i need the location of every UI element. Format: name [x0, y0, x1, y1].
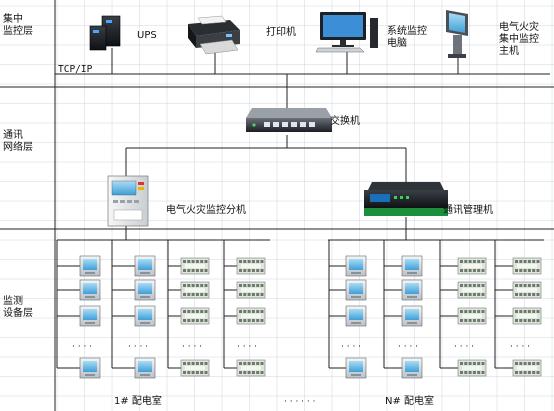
module-icon [457, 257, 487, 275]
meter-icon [79, 255, 101, 277]
kiosk-icon [446, 10, 468, 58]
printer-icon [188, 15, 240, 55]
meter-icon [134, 279, 156, 301]
module-icon [457, 359, 487, 377]
meter-icon [134, 255, 156, 277]
ellipsis-8: · · · · [510, 342, 531, 352]
meter-icon [79, 305, 101, 327]
meter-icon [134, 305, 156, 327]
computer-label: 系统监控 电脑 [387, 26, 427, 49]
ellipsis-5: · · · · [341, 342, 362, 352]
tcp-ip-bus [55, 48, 550, 108]
printer-label: 打印机 [266, 27, 296, 38]
room-label-nth: N# 配电室 [385, 396, 435, 407]
ellipsis-6: · · · · [398, 342, 419, 352]
switch-icon [246, 108, 332, 132]
device-buses [56, 240, 513, 369]
meter-icon [134, 357, 156, 379]
meter-icon [401, 305, 423, 327]
module-icon [457, 307, 487, 325]
network-links [57, 135, 544, 241]
room-label-first: 1# 配电室 [114, 396, 162, 407]
field-devices [79, 255, 542, 379]
ellipsis-2: · · · · [128, 342, 149, 352]
protocol-label: TCP/IP [58, 64, 93, 75]
ellipsis-4: · · · · [237, 342, 258, 352]
ellipsis-3: · · · · [182, 342, 203, 352]
comm-manager-icon [364, 182, 448, 216]
module-icon [236, 359, 266, 377]
monitor-unit-icon [107, 175, 149, 227]
meter-icon [401, 255, 423, 277]
module-icon [236, 281, 266, 299]
meter-icon [345, 279, 367, 301]
meter-icon [345, 255, 367, 277]
module-icon [236, 307, 266, 325]
ups-label: UPS [137, 30, 157, 41]
module-icon [512, 359, 542, 377]
comm-manager-label: 通讯管理机 [443, 205, 493, 216]
module-icon [180, 359, 210, 377]
meter-icon [79, 279, 101, 301]
module-icon [512, 307, 542, 325]
module-icon [236, 257, 266, 275]
switch-label: 交换机 [330, 116, 360, 127]
module-icon [180, 281, 210, 299]
meter-icon [345, 357, 367, 379]
host-label: 电气火灾 集中监控 主机 [499, 22, 539, 57]
meter-icon [79, 357, 101, 379]
module-icon [180, 257, 210, 275]
meter-icon [401, 357, 423, 379]
rooms-ellipsis: · · · · · · [284, 397, 316, 407]
ellipsis-1: · · · · [72, 342, 93, 352]
module-icon [180, 307, 210, 325]
sub-monitor-label: 电气火灾监控分机 [166, 205, 246, 216]
ups-icon [89, 15, 121, 51]
ellipsis-7: · · · · [454, 342, 475, 352]
computer-icon [315, 12, 378, 53]
meter-icon [401, 279, 423, 301]
layer-label-central: 集中 监控层 [3, 14, 33, 37]
module-icon [457, 281, 487, 299]
module-icon [512, 281, 542, 299]
meter-icon [345, 305, 367, 327]
layer-label-monitor: 监测 设备层 [3, 296, 33, 319]
layer-label-network: 通讯 网络层 [3, 130, 33, 153]
module-icon [512, 257, 542, 275]
